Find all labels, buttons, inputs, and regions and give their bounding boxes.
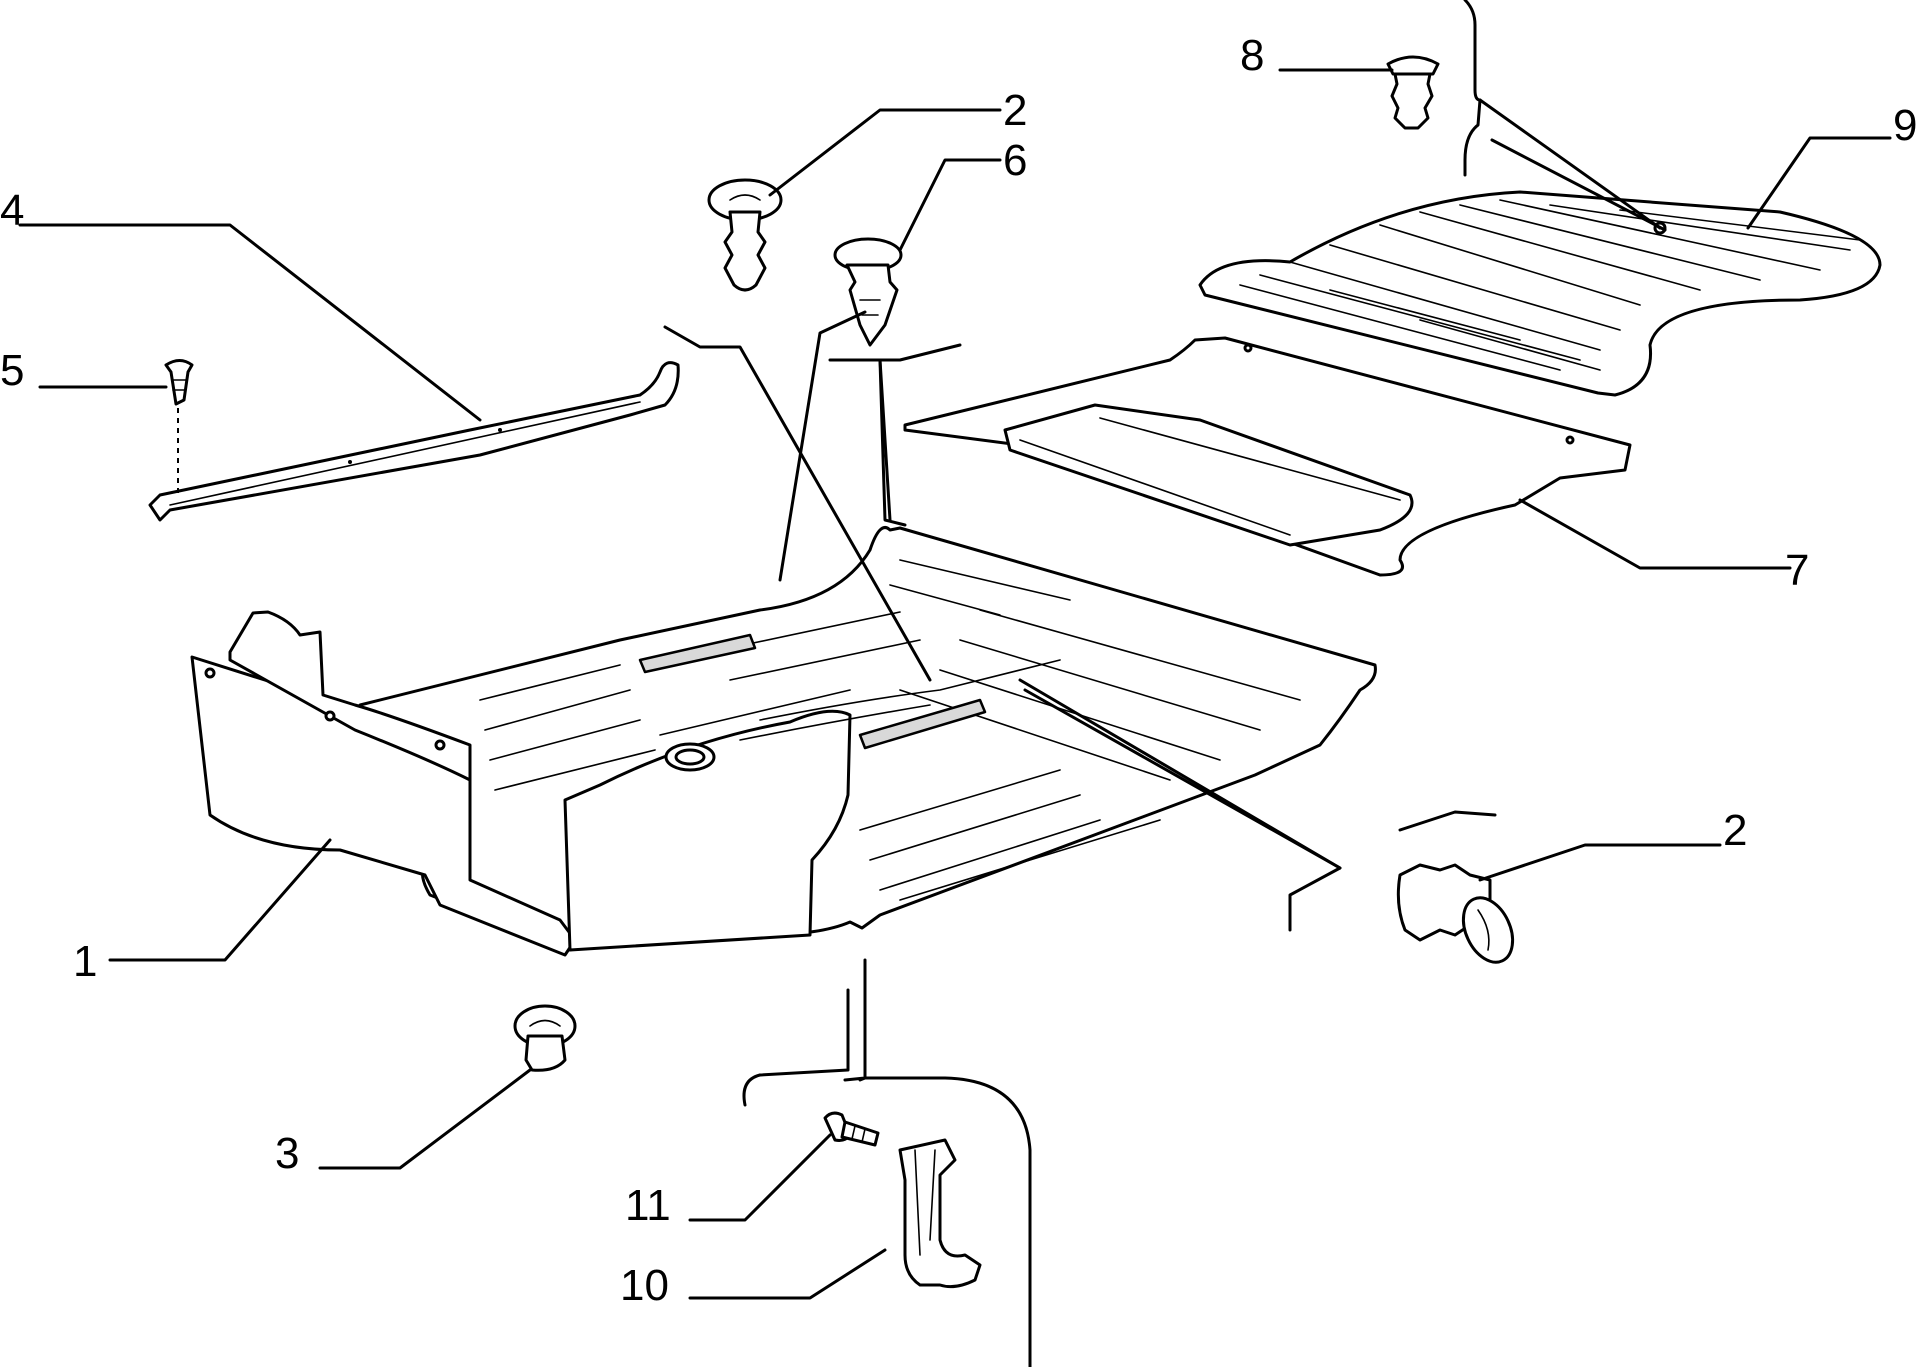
part-7-insulation-panel xyxy=(903,336,1632,577)
callout-11: 11 xyxy=(625,1181,671,1230)
part-11-bolt xyxy=(823,1111,880,1147)
callout-4: 4 xyxy=(0,186,24,235)
callout-10: 10 xyxy=(620,1261,669,1310)
callout-2-right: 2 xyxy=(1723,806,1747,855)
part-1-floor-pan xyxy=(190,526,1377,957)
callout-1: 1 xyxy=(73,937,97,986)
part-8-fastener xyxy=(1386,55,1440,130)
callout-9: 9 xyxy=(1893,101,1917,150)
callout-3: 3 xyxy=(275,1129,299,1178)
part-4-sill-strip xyxy=(148,361,680,522)
callout-6: 6 xyxy=(1003,136,1027,185)
callout-5: 5 xyxy=(0,346,24,395)
part-3-plug xyxy=(513,1004,577,1072)
callout-labels: 1 2 2 3 4 5 6 7 8 9 10 11 xyxy=(0,31,1917,1310)
part-6-trim-clip xyxy=(833,237,903,347)
part-5-screw xyxy=(164,359,194,495)
part-2-push-clip-top xyxy=(707,178,783,292)
part-10-bracket xyxy=(898,1138,982,1289)
callout-2-top: 2 xyxy=(1003,86,1027,135)
callout-8: 8 xyxy=(1240,31,1264,80)
part-9-floor-mat xyxy=(1198,190,1882,397)
callout-7: 7 xyxy=(1785,546,1809,595)
part-2-push-clip-right xyxy=(1396,863,1515,964)
leader-lines xyxy=(18,0,1892,1367)
